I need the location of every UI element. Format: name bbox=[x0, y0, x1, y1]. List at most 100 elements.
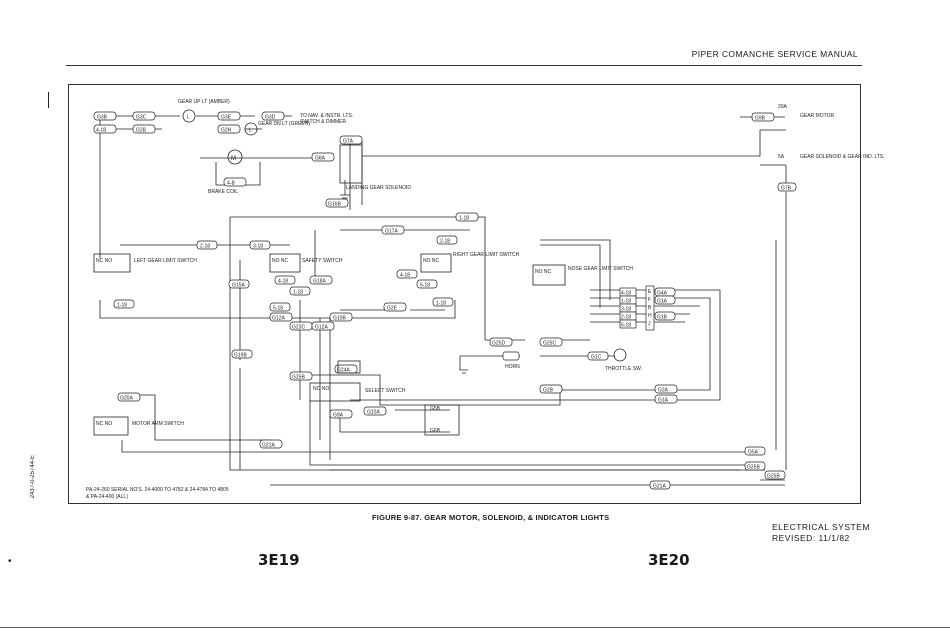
safety-switch-label: SAFETY SWITCH bbox=[302, 258, 343, 264]
svg-text:G2B: G2B bbox=[543, 388, 554, 394]
bottom-rule bbox=[0, 627, 950, 628]
svg-text:G25B: G25B bbox=[767, 474, 780, 480]
svg-text:G7B: G7B bbox=[781, 186, 792, 192]
svg-text:F: F bbox=[648, 297, 651, 303]
svg-text:2-18: 2-18 bbox=[440, 239, 450, 245]
svg-text:L: L bbox=[249, 128, 252, 134]
svg-text:G24A: G24A bbox=[337, 368, 350, 374]
svg-text:G10B: G10B bbox=[333, 316, 346, 322]
svg-text:G10A: G10A bbox=[367, 410, 380, 416]
svg-text:G9A: G9A bbox=[333, 413, 344, 419]
svg-text:3-18: 3-18 bbox=[253, 244, 263, 250]
svg-text:G18A: G18A bbox=[313, 279, 326, 285]
svg-text:G1B: G1B bbox=[657, 315, 668, 321]
footer-section: ELECTRICAL SYSTEM bbox=[772, 522, 870, 532]
serial-note-line1: PA-24-260 SERIAL NO'S. 24-4000 TO 4782 &… bbox=[86, 487, 229, 493]
svg-text:G5A: G5A bbox=[748, 450, 759, 456]
svg-text:G21A: G21A bbox=[653, 484, 666, 490]
svg-text:G6B: G6B bbox=[430, 428, 441, 434]
svg-text:5-18: 5-18 bbox=[621, 323, 631, 329]
svg-text:G2E: G2E bbox=[387, 306, 398, 312]
fiche-left: 3E19 bbox=[258, 551, 300, 569]
fiche-right: 3E20 bbox=[648, 551, 690, 569]
breaker-20a-label: 20A bbox=[778, 104, 788, 110]
svg-text:2-18: 2-18 bbox=[621, 315, 631, 321]
svg-text:G20A: G20A bbox=[120, 396, 133, 402]
svg-text:1-18: 1-18 bbox=[459, 216, 469, 222]
svg-text:G15A: G15A bbox=[232, 283, 245, 289]
svg-text:1-18: 1-18 bbox=[436, 301, 446, 307]
gear-solenoid-label: GEAR SOLENOID & GEAR IND. LTS. bbox=[800, 154, 885, 160]
svg-text:4-18: 4-18 bbox=[278, 279, 288, 285]
margin-mark bbox=[48, 92, 49, 108]
svg-text:NO NC: NO NC bbox=[272, 258, 289, 264]
svg-text:M: M bbox=[231, 156, 236, 162]
svg-text:G23C: G23C bbox=[292, 325, 305, 331]
svg-text:G4A: G4A bbox=[657, 291, 668, 297]
svg-text:G25B: G25B bbox=[292, 375, 305, 381]
left-gear-limit-label: LEFT GEAR LIMIT SWITCH bbox=[134, 258, 197, 264]
gear-up-light-label: GEAR UP LT (AMBER) bbox=[178, 99, 230, 105]
margin-bullet: • bbox=[8, 556, 12, 567]
svg-text:G2H: G2H bbox=[221, 128, 232, 134]
side-code: 2437-0-25744-E bbox=[30, 455, 36, 499]
svg-text:1-18: 1-18 bbox=[621, 299, 631, 305]
svg-text:3-18: 3-18 bbox=[621, 307, 631, 313]
select-switch-label: SELECT SWITCH bbox=[365, 388, 406, 394]
svg-text:G5B: G5B bbox=[430, 406, 441, 412]
svg-text:1-18: 1-18 bbox=[117, 303, 127, 309]
svg-text:L: L bbox=[187, 115, 190, 121]
svg-text:NO NC: NO NC bbox=[423, 258, 440, 264]
svg-text:G3B: G3B bbox=[97, 115, 108, 121]
svg-text:B: B bbox=[648, 305, 652, 311]
svg-text:G3C: G3C bbox=[136, 115, 147, 121]
svg-text:G21A: G21A bbox=[262, 443, 275, 449]
brake-coil-label: BRAKE COIL bbox=[208, 189, 238, 195]
svg-text:G12A: G12A bbox=[315, 325, 328, 331]
svg-text:NO NC: NO NC bbox=[535, 269, 552, 275]
gear-motor-label: GEAR MOTOR bbox=[800, 113, 834, 119]
svg-text:4-18: 4-18 bbox=[621, 291, 631, 297]
horn-label: HORN bbox=[505, 364, 520, 370]
svg-text:G17A: G17A bbox=[385, 229, 398, 235]
svg-text:5-18: 5-18 bbox=[420, 283, 430, 289]
right-gear-limit-label: RIGHT GEAR LIMIT SWITCH bbox=[453, 252, 520, 258]
svg-text:G25D: G25D bbox=[492, 341, 505, 347]
header-rule bbox=[66, 65, 862, 66]
svg-text:G16B: G16B bbox=[328, 202, 341, 208]
nose-gear-limit-label: NOSE GEAR LIMIT SWITCH bbox=[568, 266, 633, 272]
svg-text:G1C: G1C bbox=[591, 355, 602, 361]
svg-text:G1A: G1A bbox=[658, 398, 669, 404]
svg-text:J: J bbox=[648, 321, 651, 327]
svg-text:NC NO: NC NO bbox=[96, 258, 112, 264]
svg-text:NC NO: NC NO bbox=[96, 421, 112, 427]
footer-revised: REVISED: 11/1/82 bbox=[772, 533, 850, 543]
diagram-frame bbox=[68, 84, 861, 504]
svg-text:G7A: G7A bbox=[343, 139, 354, 145]
svg-text:G2A: G2A bbox=[658, 388, 669, 394]
svg-text:1-18: 1-18 bbox=[293, 290, 303, 296]
svg-text:G12A: G12A bbox=[272, 316, 285, 322]
manual-title: PIPER COMANCHE SERVICE MANUAL bbox=[691, 49, 858, 59]
serial-note-line2: & PA-24-400 (ALL) bbox=[86, 494, 128, 500]
svg-text:G8A: G8A bbox=[315, 156, 326, 162]
svg-text:NO NO: NO NO bbox=[313, 386, 330, 392]
svg-text:2-18: 2-18 bbox=[200, 244, 210, 250]
svg-text:H: H bbox=[648, 313, 652, 319]
svg-text:4-B: 4-B bbox=[227, 181, 235, 187]
svg-text:G25B: G25B bbox=[747, 465, 760, 471]
svg-text:5-18: 5-18 bbox=[273, 306, 283, 312]
to-nav-label: TO NAV. & INSTR. LTS. bbox=[300, 113, 353, 119]
svg-text:G2B: G2B bbox=[136, 128, 147, 134]
svg-text:G3D: G3D bbox=[265, 115, 276, 121]
motor-arm-switch-label: MOTOR ARM SWITCH bbox=[132, 421, 184, 427]
svg-text:G3E: G3E bbox=[221, 115, 232, 121]
landing-gear-solenoid-label: LANDING GEAR SOLENOID bbox=[346, 185, 411, 191]
svg-text:G25C: G25C bbox=[543, 341, 556, 347]
svg-text:4-18: 4-18 bbox=[400, 273, 410, 279]
throttle-switch-label: THROTTLE SW. bbox=[605, 366, 642, 372]
svg-text:4-18: 4-18 bbox=[96, 128, 106, 134]
gear-down-light-label: GEAR DN LT (GREEN) bbox=[258, 121, 310, 127]
switch-dimmer-label: SWITCH & DIMMER bbox=[300, 119, 346, 125]
